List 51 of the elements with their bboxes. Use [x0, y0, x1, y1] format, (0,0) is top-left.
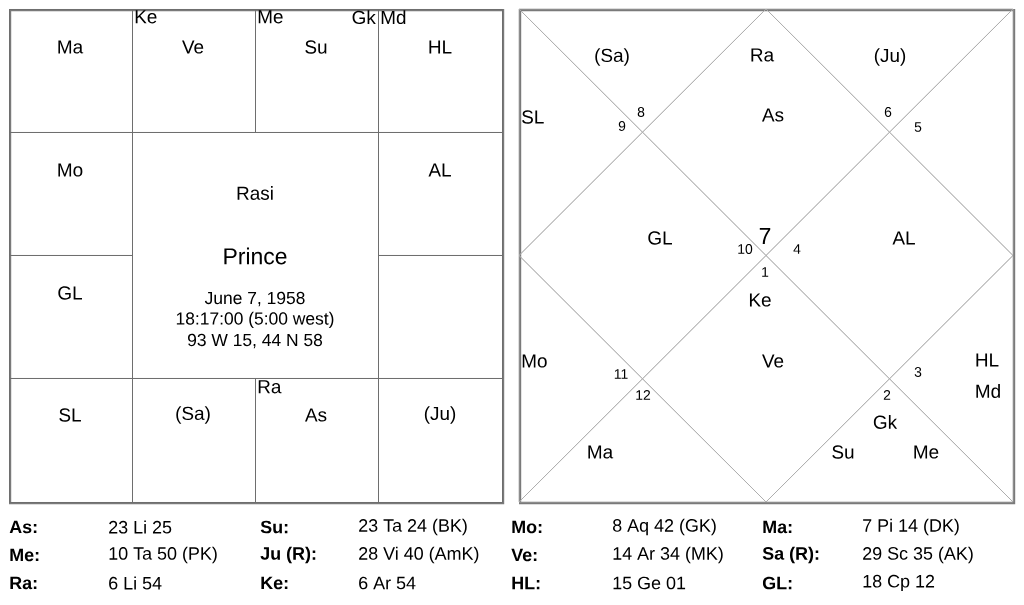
- planet-key: Sa (R):: [762, 546, 819, 564]
- chart-cell: Ke Ve: [132, 9, 256, 133]
- sign-number: 10: [738, 244, 753, 254]
- chart-cell: AL: [378, 132, 503, 256]
- sign-number: 4: [793, 244, 801, 254]
- chart-frame: [519, 9, 1016, 505]
- chart-cell: SL: [9, 378, 133, 503]
- position-value: 10 Ta 50 (PK): [109, 546, 217, 564]
- position-value: 8 Aq 42 (GK): [613, 518, 716, 536]
- chart-cell: (Sa): [132, 378, 256, 503]
- sign-number: 2: [883, 390, 891, 400]
- chart-cell: (Ju): [378, 378, 503, 503]
- planet-key: HL:: [512, 576, 540, 590]
- chart-cell: Ra As: [255, 378, 379, 503]
- sign-number: 8: [637, 107, 645, 117]
- planet-key: Ke:: [261, 576, 288, 590]
- chart-cell: Mo: [9, 132, 133, 256]
- chart-cell: [378, 255, 503, 379]
- position-value: 6 Ar 54: [359, 576, 416, 590]
- sign-number: 9: [618, 121, 626, 131]
- sign-number: 6: [884, 107, 892, 117]
- position-value: 7 Pi 14 (DK): [863, 518, 959, 536]
- sign-number: 3: [914, 367, 922, 377]
- planet-key: Ve:: [511, 548, 537, 562]
- sign-number: 7: [759, 228, 771, 244]
- position-value: 14 Ar 34 (MK): [613, 546, 723, 564]
- chart-cell: GL: [9, 255, 133, 379]
- position-value: 15 Ge 01: [613, 576, 686, 590]
- planet-key: GL:: [762, 576, 792, 590]
- planet-key: Ma:: [763, 520, 792, 534]
- position-value: 29 Sc 35 (AK): [863, 546, 973, 564]
- planet-key: Su:: [260, 520, 288, 534]
- chart-cell: Md HL: [378, 9, 503, 133]
- sign-number: 12: [636, 390, 651, 400]
- chart-frame: [9, 9, 505, 505]
- chart-cell: Ma: [9, 9, 133, 133]
- position-value: 23 Ta 24 (BK): [359, 518, 467, 536]
- planet-key: As:: [9, 520, 37, 534]
- position-value: 18 Cp 12: [863, 574, 935, 592]
- planet-key: Ju (R):: [260, 546, 316, 564]
- center-panel: Rasi Prince June 7, 1958 18:17:00 (5:00 west) 93 W 15, 44 N 58: [132, 132, 379, 379]
- planet-key: Me:: [10, 548, 39, 562]
- planet-key: Ra:: [10, 576, 37, 590]
- position-value: 6 Li 54: [109, 576, 162, 590]
- sign-number: 11: [614, 369, 628, 379]
- center-panel: Me Gk Su: [255, 9, 379, 133]
- sign-number: 5: [914, 122, 922, 132]
- position-value: 23 Li 25: [109, 520, 172, 534]
- position-value: 28 Vi 40 (AmK): [359, 546, 479, 564]
- planet-key: Mo:: [512, 520, 542, 534]
- sign-number: 1: [762, 267, 769, 277]
